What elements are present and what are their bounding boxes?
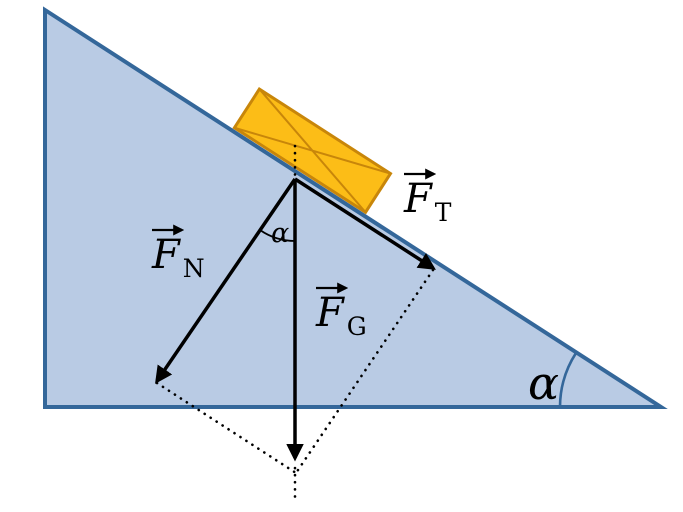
force-normal-vector [155,178,297,384]
force-normal-subscript: N [183,254,205,283]
force-normal-symbol: F [151,232,181,278]
decomposition-angle-label: α [271,218,289,249]
inclined-plane [43,6,668,409]
incline-angle-arc [558,352,578,408]
force-tangential-subscript: T [435,198,452,227]
incline-angle-label: α [528,356,559,410]
dotted-line-normal-to-resultant [155,381,298,475]
block-cross-bracing [234,88,391,213]
decomposition-angle-arc [259,229,296,242]
force-tangential-symbol: F [403,176,433,222]
force-gravity-symbol: F [315,290,345,336]
force-tangential-vector [294,177,436,270]
force-gravity-subscript: G [347,312,367,341]
block [232,87,393,215]
